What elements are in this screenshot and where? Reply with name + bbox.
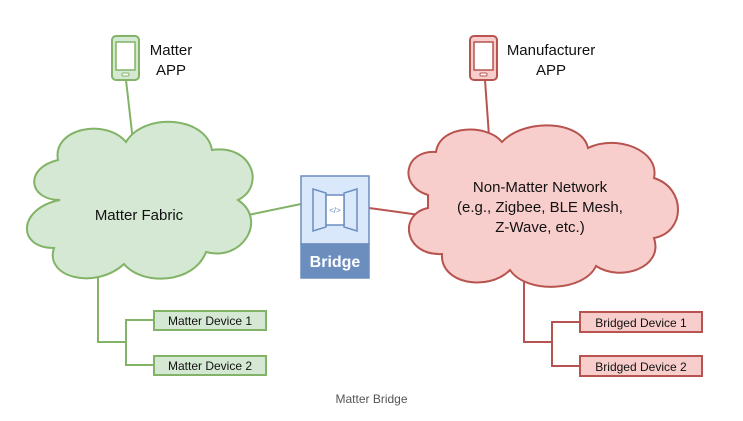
connector-fabric-device-1 — [125, 319, 154, 342]
matter-fabric-cloud: Matter Fabric — [25, 120, 254, 280]
connector-fabric-devices — [97, 272, 126, 343]
connectors — [97, 79, 580, 367]
connector-network-device-1 — [551, 321, 580, 342]
code-door-icon — [312, 187, 358, 233]
bridged-device-2-label: Bridged Device 2 — [595, 360, 687, 374]
bridge-label-bg — [300, 243, 370, 279]
non-matter-network-cloud: Non-Matter Network (e.g., Zigbee, BLE Me… — [407, 124, 679, 288]
manufacturer-app-node: Manufacturer APP — [469, 35, 595, 81]
bridge-label: Bridge — [310, 254, 361, 271]
matter-fabric-label: Matter Fabric — [95, 207, 184, 224]
cloud-shape — [407, 124, 679, 288]
bridge-node: </> Bridge — [300, 175, 370, 279]
manufacturer-app-label-line1: Manufacturer — [507, 42, 595, 59]
non-matter-network-label-line3: Z-Wave, etc.) — [495, 219, 584, 236]
connector-network-device-2 — [551, 342, 580, 367]
bridged-device-2: Bridged Device 2 — [579, 355, 703, 377]
bridge-code-glyph: </> — [329, 206, 341, 215]
non-matter-network-label-line2: (e.g., Zigbee, BLE Mesh, — [457, 199, 623, 216]
matter-device-1-label: Matter Device 1 — [168, 314, 252, 328]
matter-device-2: Matter Device 2 — [153, 355, 267, 376]
smartphone-icon — [111, 35, 140, 81]
matter-app-label-line1: Matter — [150, 42, 193, 59]
bridged-device-1: Bridged Device 1 — [579, 311, 703, 333]
matter-device-2-label: Matter Device 2 — [168, 359, 252, 373]
connector-network-devices — [523, 270, 552, 343]
smartphone-icon — [469, 35, 498, 81]
figure-caption: Matter Bridge — [335, 392, 408, 406]
manufacturer-app-label-line2: APP — [536, 62, 566, 79]
non-matter-network-label-line1: Non-Matter Network — [473, 179, 608, 196]
connector-fabric-device-2 — [125, 342, 154, 366]
cloud-shape — [25, 120, 254, 280]
matter-device-1: Matter Device 1 — [153, 310, 267, 331]
matter-app-node: Matter APP — [111, 35, 193, 81]
matter-app-label-line2: APP — [156, 62, 186, 79]
bridged-device-1-label: Bridged Device 1 — [595, 316, 687, 330]
connector-bridge-network — [368, 207, 421, 216]
connector-fabric-bridge — [247, 203, 302, 216]
